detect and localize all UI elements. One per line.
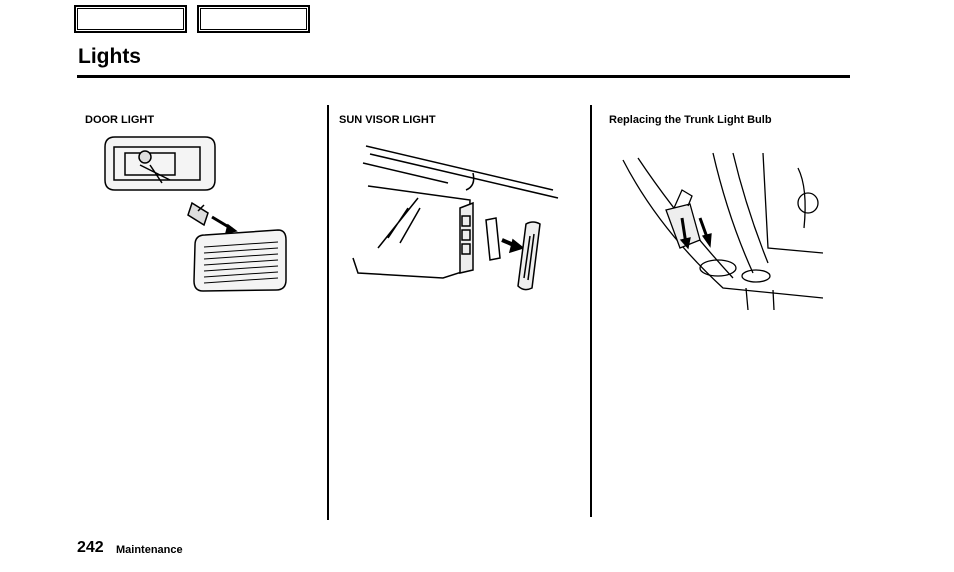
trunk-light-caption: Replacing the Trunk Light Bulb (609, 114, 772, 126)
sun-visor-light-caption: SUN VISOR LIGHT (339, 114, 436, 126)
column-divider-1 (327, 105, 329, 520)
door-light-caption: DOOR LIGHT (85, 114, 155, 126)
column-divider-2 (590, 105, 592, 517)
page-number: 242 (77, 539, 104, 556)
nav-tab-button-2[interactable] (197, 5, 310, 33)
door-light-diagram-icon (104, 136, 287, 292)
title-rule (77, 75, 850, 78)
trunk-light-diagram-icon (622, 152, 823, 311)
page-title: Lights (78, 45, 141, 68)
sun-visor-light-diagram-icon (352, 145, 559, 291)
nav-tab-button-1[interactable] (74, 5, 187, 33)
section-name: Maintenance (116, 544, 183, 556)
